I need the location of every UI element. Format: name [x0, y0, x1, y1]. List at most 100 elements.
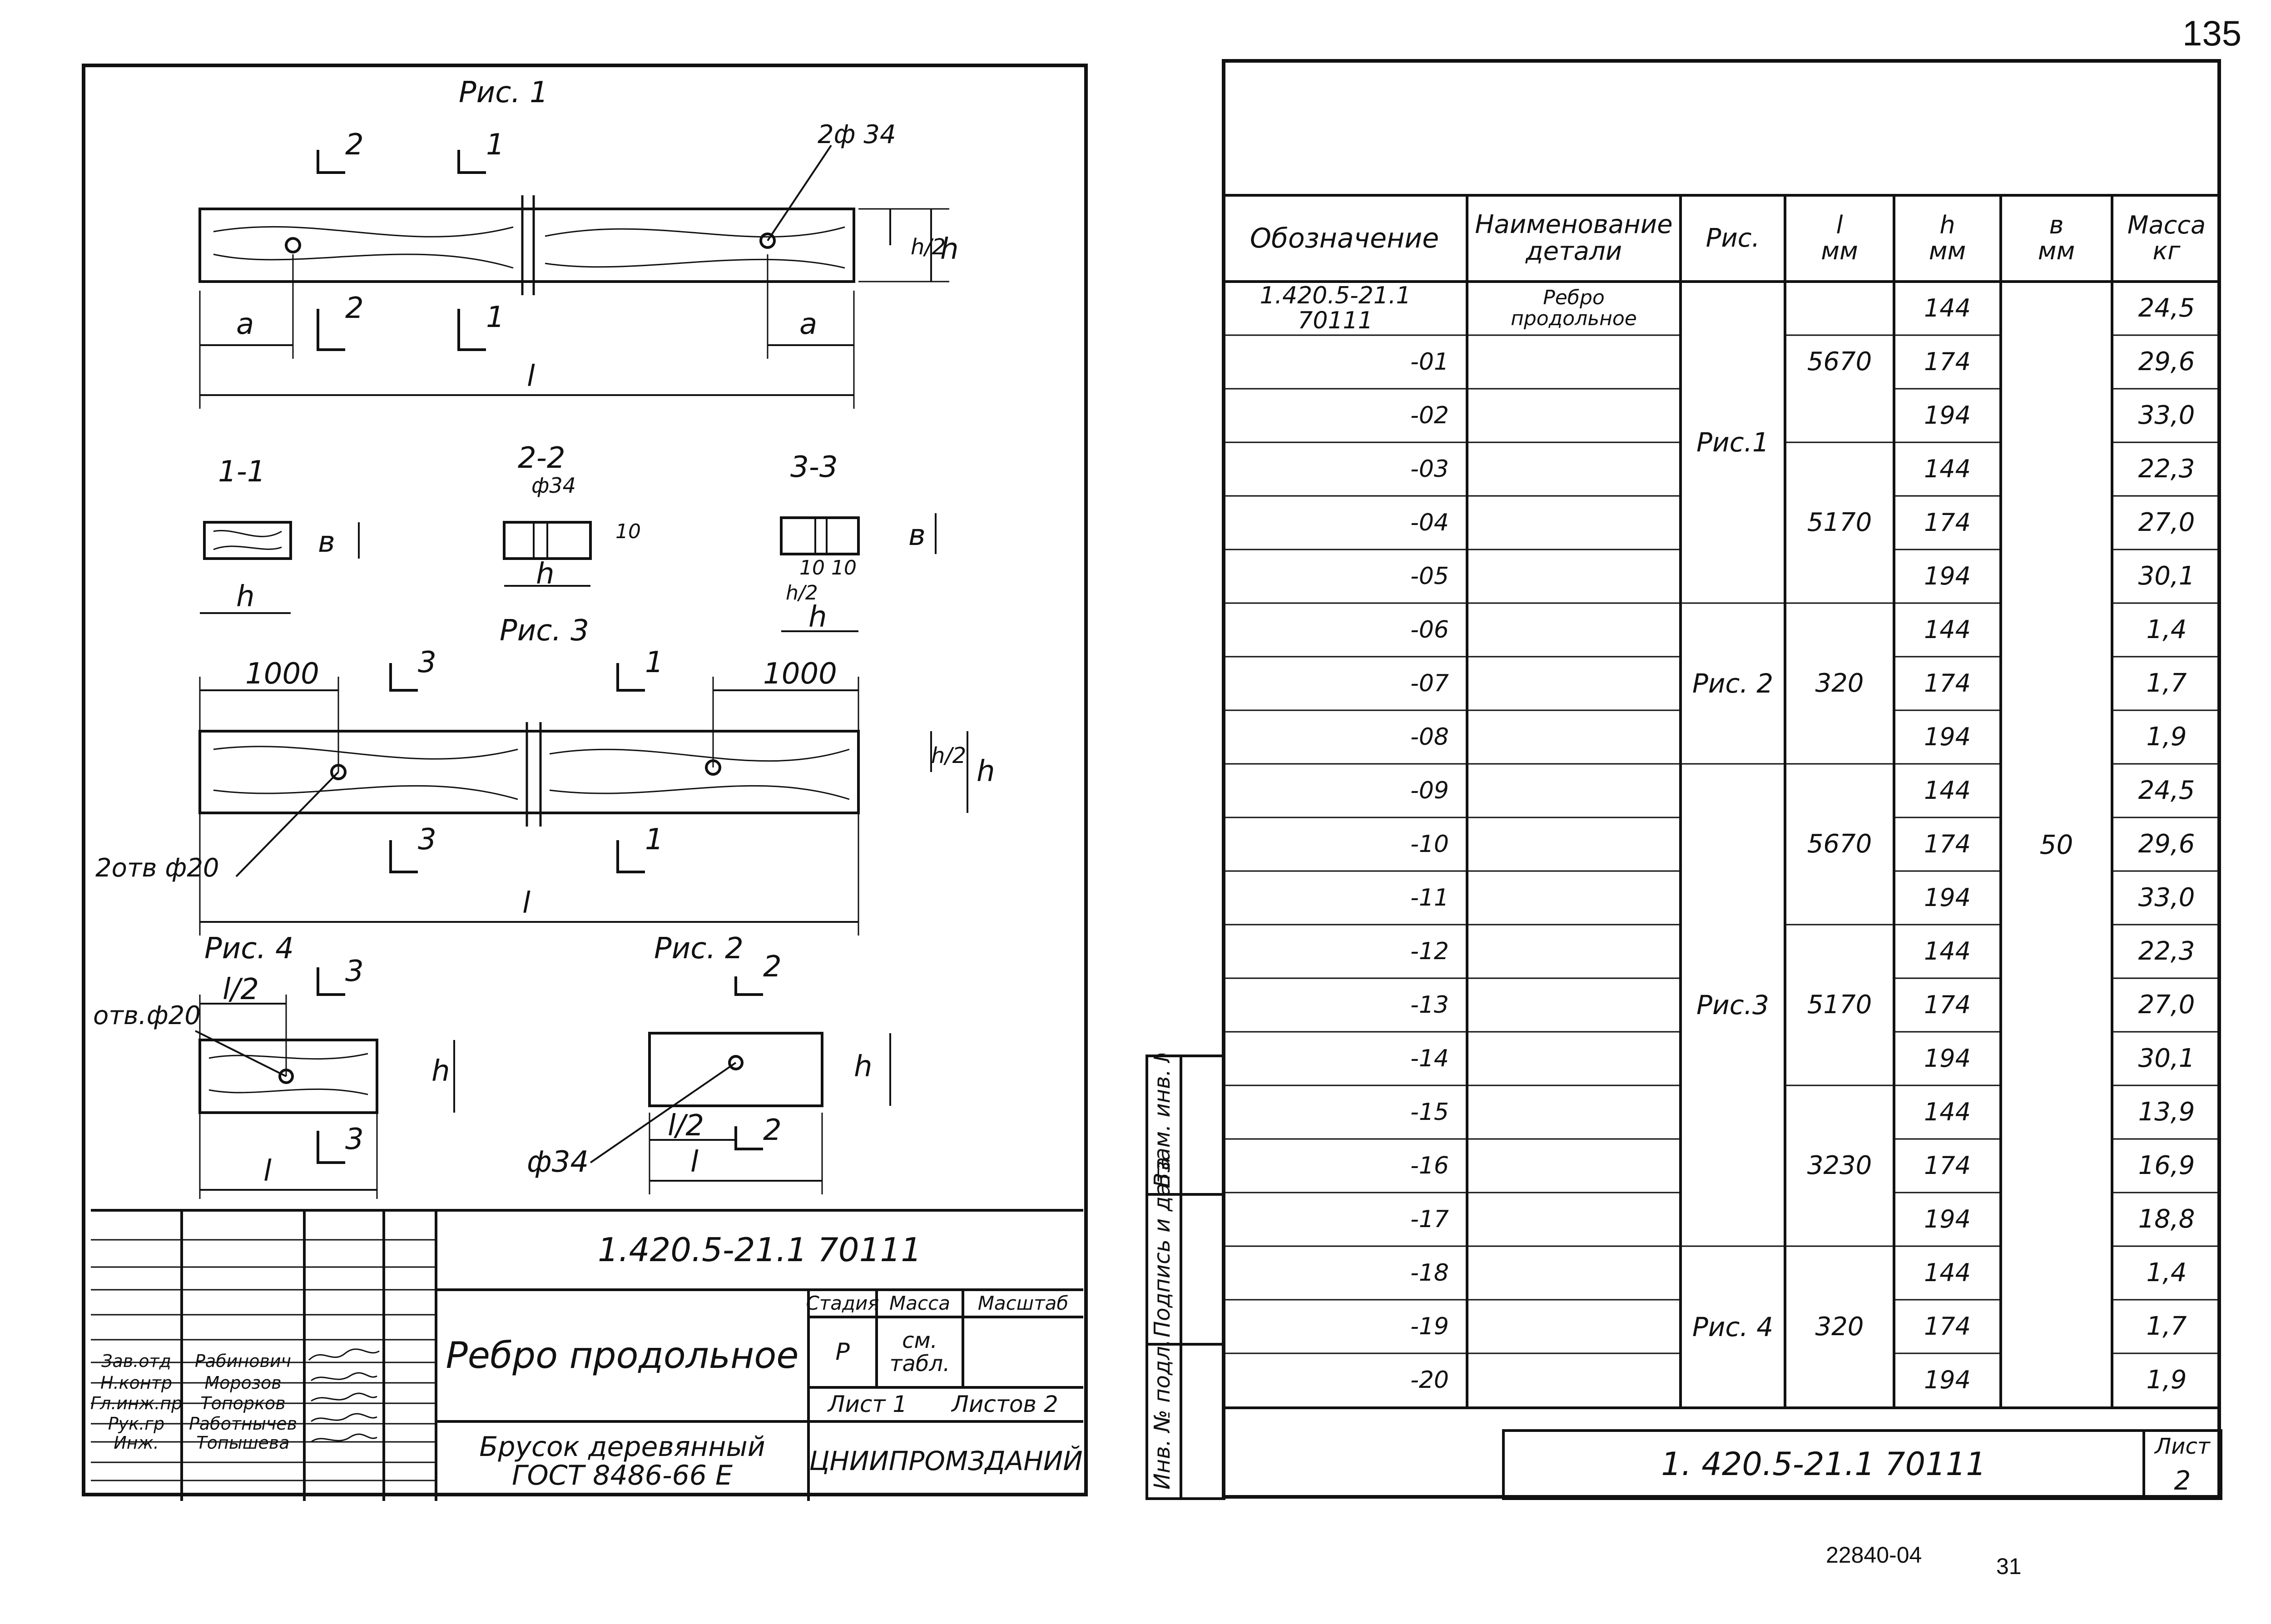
table-cell-name: [1467, 764, 1681, 817]
table-cell-h: 174: [1924, 829, 1971, 858]
table-cell-name: [1467, 1353, 1681, 1407]
table-cell-name: [1467, 657, 1681, 710]
table-cell-name: [1467, 1085, 1681, 1139]
table-cell-mass: 30,1: [2138, 561, 2195, 591]
left-stamp-org: ЦНИИПРОМЗДАНИЙ: [809, 1446, 1083, 1477]
left-stamp-name-4: Топышева: [196, 1432, 290, 1453]
right-stamp-sheet-label: Лист: [2155, 1433, 2210, 1459]
section-3-3: [780, 516, 860, 555]
fig1-dim-a-left: a: [236, 307, 254, 341]
sheet-counter: 31: [1996, 1554, 2022, 1579]
table-cell-name: [1467, 1139, 1681, 1193]
table-cell-mass: 24,5: [2138, 775, 2195, 805]
page-number: 135: [2182, 13, 2242, 53]
table-cell-mass: 33,0: [2138, 400, 2195, 430]
left-stamp-role-3: Рук.гр: [108, 1413, 165, 1434]
fig3-dim-1000-right: 1000: [763, 657, 837, 691]
table-cell-name: [1467, 1246, 1681, 1300]
left-stamp-role-4: Инж.: [114, 1432, 159, 1453]
side-label-inv-original: Инв. № подл.: [1150, 1339, 1175, 1490]
table-cell-designation: -04: [1410, 509, 1449, 536]
table-cell-designation: -14: [1410, 1045, 1449, 1072]
fig2-mark-2-bottom: 2: [763, 1114, 782, 1147]
table-cell-h: 144: [1924, 454, 1971, 483]
col-header-l: l мм: [1821, 211, 1858, 265]
left-stamp-role-1: Н.контр: [100, 1372, 172, 1393]
fig2-phi-label: ф34: [527, 1145, 589, 1179]
table-cell-mass: 24,5: [2138, 293, 2195, 323]
fig3-holes-label: 2отв ф20: [95, 853, 219, 883]
fig3-title: Рис. 3: [500, 614, 589, 648]
table-cell-designation: -07: [1410, 669, 1449, 697]
section-1-1-label: 1-1: [218, 455, 266, 489]
fig1-mark-1-top: 1: [486, 128, 505, 162]
fig1-beam: [198, 208, 855, 283]
fig4-hole-label: отв.ф20: [93, 1001, 201, 1030]
left-stamp-name-0: Рабинович: [195, 1351, 291, 1371]
table-cell-mass: 1,7: [2146, 668, 2187, 698]
table-cell-mass: 29,6: [2138, 829, 2195, 859]
fig4-dim-l: l: [263, 1154, 272, 1188]
left-stamp-role-2: Гл.инж.пр: [90, 1393, 183, 1413]
section-2-2-label: 2-2: [518, 441, 565, 475]
table-cell-name: [1467, 603, 1681, 657]
b-value: 50: [2039, 829, 2073, 860]
l-group-3: 320: [1815, 668, 1864, 698]
fig2-mark-2-top: 2: [763, 950, 782, 984]
table-cell-name: [1467, 442, 1681, 496]
table-cell-designation: -16: [1410, 1152, 1449, 1179]
col-header-part-name: Наименование детали: [1475, 210, 1673, 266]
table-cell-mass: 1,4: [2146, 614, 2187, 644]
table-cell-name: [1467, 871, 1681, 925]
fig4-dim-h: h: [431, 1055, 450, 1088]
fig3-dim-1000-left: 1000: [245, 657, 319, 691]
section-3-3-dim-10a: 10: [799, 556, 825, 579]
table-cell-mass: 16,9: [2138, 1150, 2195, 1180]
table-cell-h: 194: [1924, 1365, 1971, 1394]
fig2-title: Рис. 2: [654, 932, 744, 965]
fig-group-3: Рис.3: [1696, 989, 1769, 1020]
right-stamp-doc-code: 1. 420.5-21.1 70111: [1661, 1446, 1986, 1483]
table-cell-name: [1467, 496, 1681, 550]
section-1-1: [203, 521, 292, 560]
col-header-mass: Масса кг: [2127, 211, 2206, 265]
table-cell-name: [1467, 1193, 1681, 1246]
table-cell-h: 194: [1924, 1204, 1971, 1233]
left-stamp-stage: Р: [835, 1338, 850, 1366]
table-cell-name: [1467, 1300, 1681, 1353]
section-2-2-dim-h: h: [536, 557, 555, 591]
col-header-b: в мм: [2038, 211, 2075, 265]
fig3-mark-3-bottom: 3: [418, 823, 436, 857]
left-stamp-sheet: Лист 1: [828, 1391, 907, 1418]
fig-group-2: Рис. 2: [1692, 668, 1774, 699]
left-stamp-col-scale: Масштаб: [977, 1292, 1069, 1314]
table-cell-designation: -18: [1410, 1259, 1449, 1287]
table-cell-designation: -05: [1410, 562, 1449, 590]
left-stamp-doc-code: 1.420.5-21.1 70111: [597, 1230, 922, 1269]
right-stamp-sheet: 2: [2174, 1465, 2191, 1496]
table-cell-designation: -12: [1410, 937, 1449, 965]
right-side-strip: Взам. инв. № Подпись и дата Инв. № подл.: [1145, 1054, 1225, 1500]
table-cell-mass: 1,7: [2146, 1311, 2187, 1341]
archive-code: 22840-04: [1826, 1542, 1922, 1568]
fig3-mark-1-bottom: 1: [645, 823, 664, 857]
l-group-5: 5170: [1807, 990, 1872, 1020]
section-3-3-dim-10b: 10: [831, 556, 857, 579]
fig2-dim-l: l: [690, 1145, 699, 1179]
fig1-dim-h: h: [940, 233, 959, 266]
fig4-dim-l2: l/2: [223, 973, 259, 1006]
table-cell-designation: -17: [1410, 1205, 1449, 1233]
col-header-fig: Рис.: [1706, 223, 1760, 253]
fig1-hole-label: 2ф 34: [818, 120, 896, 149]
table-cell-designation: -06: [1410, 616, 1449, 644]
left-stamp-name-3: Работнычев: [188, 1413, 298, 1434]
table-cell-h: 174: [1924, 347, 1971, 376]
left-stamp-name-1: Морозов: [204, 1372, 282, 1393]
fig1-mark-1-bottom: 1: [486, 301, 505, 334]
table-cell-mass: 1,9: [2146, 722, 2187, 752]
section-3-3-dim-h: h: [808, 600, 827, 634]
table-cell-h: 174: [1924, 1151, 1971, 1180]
table-cell-h: 174: [1924, 668, 1971, 698]
side-label-sign-date: Подпись и дата: [1150, 1157, 1175, 1337]
table-cell-h: 194: [1924, 401, 1971, 430]
